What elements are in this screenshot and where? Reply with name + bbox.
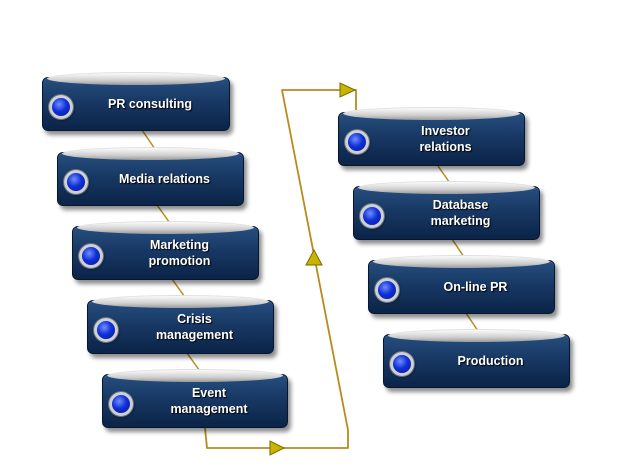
box-media-relations: Media relations <box>57 147 244 206</box>
box-label: Database marketing <box>430 198 491 228</box>
box-marketing-promotion: Marketing promotion <box>72 221 259 280</box>
blue-radio-bullet-icon <box>109 392 133 416</box>
blue-radio-bullet-icon <box>345 130 369 154</box>
box-pr-consulting: PR consulting <box>42 72 230 131</box>
yellow-triangle-arrow-icon <box>305 248 323 266</box>
box-label: Crisis management <box>155 312 234 342</box>
box-label: On-line PR <box>443 280 508 294</box>
yellow-triangle-arrow-icon <box>269 440 286 456</box>
box-investor-relations: Investor relations <box>338 107 525 166</box>
box-online-pr: On-line PR <box>368 255 555 314</box>
blue-radio-bullet-icon <box>390 352 414 376</box>
box-label: Investor relations <box>419 124 472 154</box>
blue-radio-bullet-icon <box>94 318 118 342</box>
box-event-management: Event management <box>102 369 288 428</box>
box-label: Production <box>457 354 524 368</box>
blue-radio-bullet-icon <box>49 95 73 119</box>
box-label: Marketing promotion <box>148 238 211 268</box>
blue-radio-bullet-icon <box>375 278 399 302</box>
box-crisis-management: Crisis management <box>87 295 274 354</box>
yellow-triangle-arrow-icon <box>339 82 357 98</box>
box-production: Production <box>383 329 570 388</box>
blue-radio-bullet-icon <box>360 204 384 228</box>
box-label: Media relations <box>119 172 210 186</box>
blue-radio-bullet-icon <box>64 170 88 194</box>
box-label: Event management <box>170 386 248 416</box>
box-label: PR consulting <box>107 97 193 111</box>
box-database-marketing: Database marketing <box>353 181 540 240</box>
blue-radio-bullet-icon <box>79 244 103 268</box>
